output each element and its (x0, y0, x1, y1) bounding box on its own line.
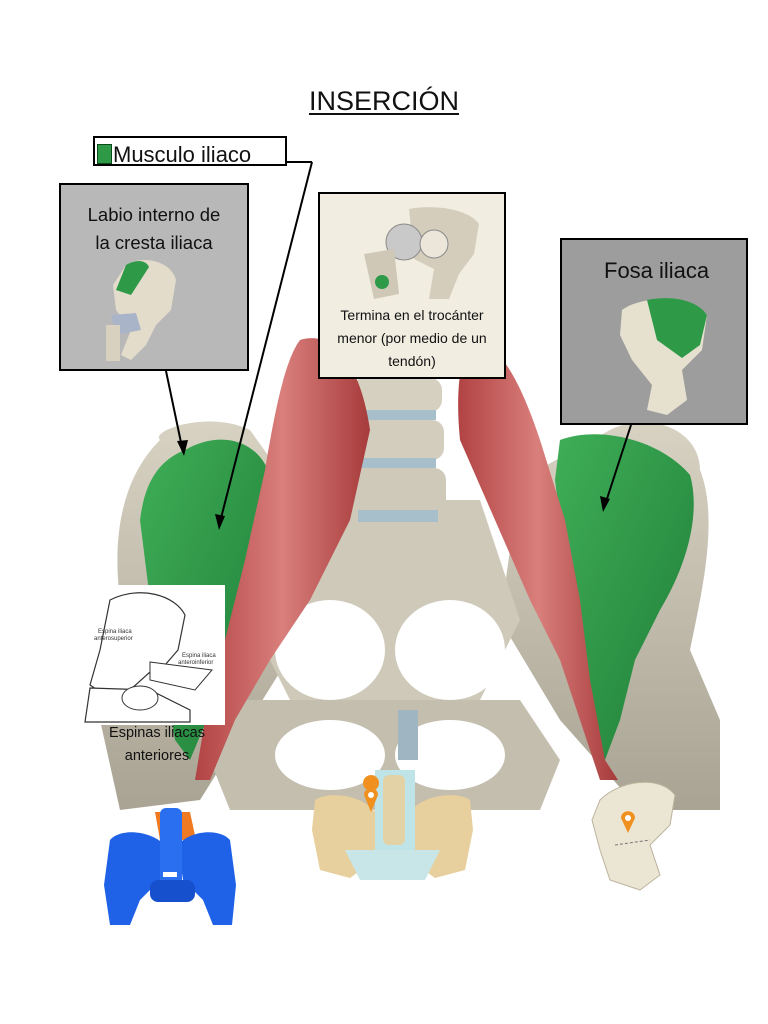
espinas-inset-drawing: Espina iliaca anterosuperior Espina ilia… (80, 585, 225, 725)
location-pin-icon (363, 775, 380, 812)
espina-superior-label-2: anterosuperior (94, 636, 133, 642)
espinas-caption-line-2: anteriores (124, 748, 190, 764)
lumbar-spine (346, 378, 446, 522)
hipbone-thumbnail-cresta (106, 260, 176, 361)
espinas-caption-line-1: Espinas iliacas (109, 725, 205, 741)
light-pelvis-inset (312, 770, 473, 880)
callout-trocanter-text: Termina en el trocánter menor (por medio… (320, 304, 504, 373)
espina-inferior-label-1: Espina iliaca (182, 653, 216, 659)
cresta-line-1: Labio interno de (87, 204, 221, 225)
page-title: INSERCIÓN (308, 86, 460, 116)
callout-trocanter-menor: Termina en el trocánter menor (por medio… (318, 192, 506, 379)
psoas-right (458, 340, 618, 780)
espina-inferior-label-2: anteroinferior (178, 660, 213, 666)
psoas-left (195, 338, 370, 780)
trocanter-line-3: tendón) (388, 353, 436, 369)
trocanter-line-2: menor (por medio de un (337, 330, 487, 346)
cresta-line-2: la cresta iliaca (95, 232, 213, 253)
blue-pelvis-inset (104, 808, 236, 925)
leader-line-muscle-diag (218, 161, 313, 527)
callout-cresta-text: Labio interno de la cresta iliaca (61, 201, 247, 257)
trocanter-line-1: Termina en el trocánter (340, 307, 484, 323)
espinas-caption: Espinas iliacas anteriores (82, 722, 232, 768)
callout-cresta-iliaca: Labio interno de la cresta iliaca (59, 183, 249, 371)
espina-superior-label-1: Espina iliaca (98, 629, 132, 635)
hipbone-thumbnail-fosa (620, 298, 707, 415)
right-obturator (395, 600, 505, 700)
femur-thumbnail (364, 207, 479, 299)
left-obturator (275, 600, 385, 700)
callout-fosa-iliaca: Fosa iliaca (560, 238, 748, 425)
muscle-label-text: Musculo iliaco (113, 142, 252, 166)
leader-line-fosa (603, 424, 632, 509)
right-hipbone-inset (591, 781, 676, 891)
callout-fosa-text: Fosa iliaca (604, 258, 710, 283)
location-pin-icon (621, 811, 635, 833)
muscle-label-box: Musculo iliaco (93, 136, 287, 166)
leader-line-cresta (165, 370, 184, 453)
muscle-color-swatch (97, 144, 112, 164)
